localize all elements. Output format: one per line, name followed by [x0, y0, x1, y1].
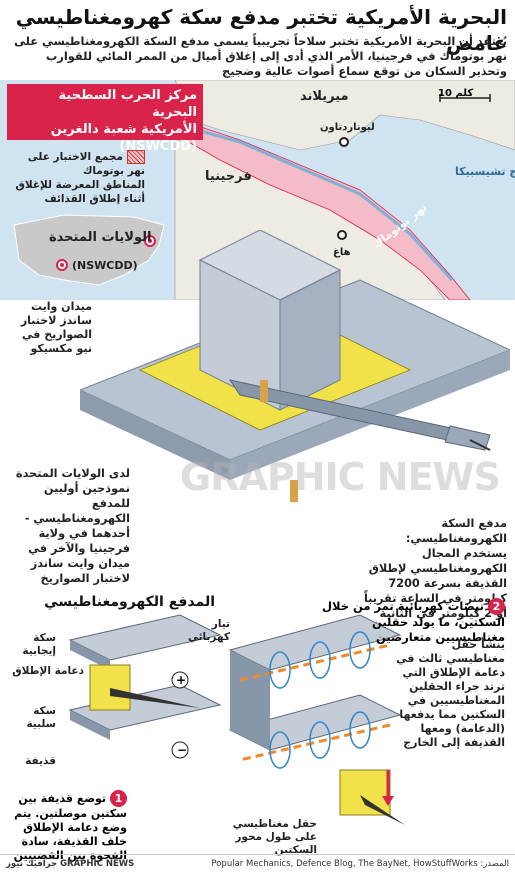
- map-label-maryland: ميريلاند: [300, 89, 349, 104]
- step2-explanation: ينشأ حقل مغناطيسي ثالث في دعامة الإطلاق …: [396, 638, 505, 749]
- map-label-virginia: فرجينيا: [205, 169, 252, 184]
- prototypes-note: لدى الولايات المتحدة نموذجين أوليين للمد…: [15, 467, 130, 585]
- step1-text: 1توضع قذيفة بين سكتين موصلتين. يتم وضع د…: [5, 790, 127, 863]
- white-sands-line3: الصواريخ في: [22, 328, 92, 341]
- legend-line1: مجمع الاختبار على نهر بوتوماك: [27, 151, 145, 177]
- legend-line2: المناطق المعرضة للإغلاق أثناء إطلاق القذ…: [15, 179, 145, 205]
- legend-hatch-swatch: [127, 150, 145, 164]
- label-current: تيار كهربائي: [187, 618, 230, 643]
- nswcdd-label-box: مركز الحرب السطحية البحرية الأمريكية شعب…: [7, 84, 203, 154]
- page-title: البحرية الأمريكية تختبر مدفع سكة كهرومغن…: [15, 5, 507, 55]
- nswcdd-line1: مركز الحرب السطحية البحرية: [58, 88, 197, 120]
- step2-body: نبضات كهربائية تمر من خلال السكتين، ما ي…: [322, 599, 505, 644]
- white-sands-label: ميدان وايت ساندز لاختبار الصواريخ في نيو…: [4, 300, 92, 356]
- label-projectile: قذيفة: [25, 755, 56, 767]
- map-label-hague: هاغ: [333, 247, 351, 258]
- test-facility-illustration: [80, 230, 510, 502]
- footer: المصدر: Popular Mechanics, Defence Blog,…: [0, 854, 515, 876]
- step1-body: توضع قذيفة بين سكتين موصلتين. يتم وضع دع…: [13, 792, 127, 862]
- footer-brand: جرافيك نيوز GRAPHIC NEWS: [6, 859, 135, 869]
- step2-number: 2: [488, 598, 505, 615]
- railgun-speed-body2: في الساعة تقريباً أو: [363, 592, 507, 620]
- closure-zone: [184, 124, 471, 300]
- label-negative-rail: سكة سلبية: [26, 705, 56, 730]
- white-sands-line1: ميدان وايت: [30, 300, 92, 313]
- label-positive-rail: سكة إيجابية: [22, 632, 56, 657]
- svg-text:−: −: [177, 743, 187, 757]
- watermark: GRAPHIC NEWS: [180, 455, 501, 499]
- railgun-speed-head: مدفع السكة الكهرومغناطيسي:: [405, 517, 507, 545]
- us-map: الولايات المتحدة (NSWCDD): [13, 214, 165, 286]
- label-armature: دعامة الإطلاق: [12, 665, 84, 677]
- map-label-chesapeake: خليج تشيسبيكا: [455, 165, 515, 178]
- white-sands-line2: ساندز لاختبار: [20, 314, 92, 327]
- railgun-speed-note: مدفع السكة الكهرومغناطيسي: يستخدم المجال…: [357, 516, 507, 621]
- white-sands-line4: نيو مكسيكو: [30, 342, 92, 355]
- intro-text: يُعتقد أن البحرية الأمريكية تختبر سلاحاً…: [14, 34, 507, 78]
- railgun-diagram-step1: + −: [68, 614, 222, 759]
- label-magnetic-field: حقل مغناطيسي على طول محور السكتين: [232, 818, 317, 856]
- map-legend: مجمع الاختبار على نهر بوتوماك المناطق ال…: [7, 150, 145, 206]
- step1-number: 1: [110, 790, 127, 807]
- footer-source: المصدر: Popular Mechanics, Defence Blog,…: [211, 859, 509, 869]
- nswcdd-line2: الأمريكية شعبة دالغرين: [50, 122, 197, 137]
- svg-text:+: +: [176, 673, 186, 687]
- us-map-label: الولايات المتحدة: [49, 230, 151, 245]
- diagram-title: المدفع الكهرومغناطيسي: [44, 594, 215, 610]
- railgun-diagram-step2: [228, 614, 405, 825]
- railgun-speed-body1: يستخدم المجال الكهرومغناطيسي لإطلاق القذ…: [368, 547, 507, 590]
- us-map-nswcdd: (NSWCDD): [72, 259, 138, 272]
- map-label-leonardtown: ليوناردتاون: [320, 122, 375, 133]
- step2-text: 2نبضات كهربائية تمر من خلال السكتين، ما …: [313, 598, 505, 645]
- map-scale: 10 كلم: [438, 88, 474, 99]
- railgun-speed-value2: 2 كيلومتر في الثانية: [379, 607, 493, 620]
